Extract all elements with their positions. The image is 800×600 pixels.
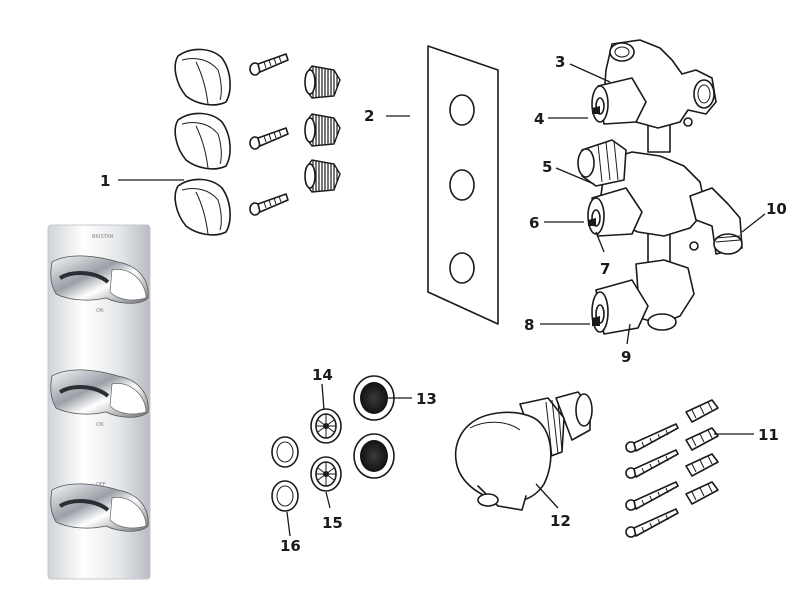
knob-mark-middle: ON <box>96 422 104 428</box>
filter-disc-bottom <box>353 433 395 479</box>
wall-plug-3 <box>685 453 719 477</box>
callout-14: 14 <box>312 366 333 384</box>
callout-12: 12 <box>550 512 571 530</box>
assembled-knob-bottom: OFF <box>50 482 149 532</box>
wood-screw-3 <box>625 481 679 511</box>
callout-8: 8 <box>524 316 534 334</box>
part-11-fixing-kit <box>625 399 719 538</box>
wall-plug-1 <box>685 399 719 423</box>
plate-hole-top <box>449 94 475 126</box>
spline-adaptors <box>304 65 341 193</box>
wood-screw-2 <box>625 449 679 479</box>
handle-bottom <box>174 178 231 236</box>
part-2-concealing-plate <box>427 45 499 325</box>
knob-mark-top: ON <box>96 308 104 314</box>
assembled-knob-top <box>50 255 149 304</box>
wood-screw-1 <box>625 423 679 453</box>
callout-13: 13 <box>416 390 437 408</box>
valve-body-assembly <box>577 39 743 335</box>
assembled-faceplate-photo: BRISTAN ON OFF ON <box>47 224 151 580</box>
callout-5: 5 <box>542 158 552 176</box>
callout-2: 2 <box>364 107 374 125</box>
part-12-wall-outlet <box>454 391 593 511</box>
spline-adaptor-bottom <box>304 159 341 193</box>
knob-mark-bottom: OFF <box>96 482 106 488</box>
plate-hole-middle <box>449 169 475 201</box>
callout-15: 15 <box>322 514 343 532</box>
wall-plug-4 <box>685 481 719 505</box>
screw-top <box>249 53 289 76</box>
assembled-knob-middle: ON <box>50 369 149 428</box>
washer-bottom <box>271 480 299 512</box>
handle-top <box>174 48 231 106</box>
callout-11: 11 <box>758 426 779 444</box>
callout-10: 10 <box>766 200 787 218</box>
handle-middle <box>174 112 231 170</box>
callout-4: 4 <box>534 110 544 128</box>
part-1-handles <box>174 48 231 236</box>
screw-bottom <box>249 193 289 216</box>
washer-top <box>271 436 299 468</box>
wood-screw-4 <box>625 508 679 538</box>
callout-1: 1 <box>100 172 110 190</box>
brand-mark: BRISTAN <box>92 234 114 240</box>
spline-adaptor-top <box>304 65 341 99</box>
leader-lines <box>118 63 766 537</box>
callout-6: 6 <box>529 214 539 232</box>
callout-3: 3 <box>555 53 565 71</box>
screw-middle <box>249 127 289 150</box>
plate-hole-bottom <box>449 252 475 284</box>
callout-7: 7 <box>600 260 610 278</box>
handle-screws <box>249 53 289 216</box>
check-valve-top <box>310 408 342 444</box>
callout-9: 9 <box>621 348 631 366</box>
check-valve-bottom <box>310 456 342 492</box>
parts-13-16-seals-filters <box>271 375 395 512</box>
wall-plug-2 <box>685 427 719 451</box>
spline-adaptor-middle <box>304 113 341 147</box>
callout-16: 16 <box>280 537 301 555</box>
callout-labels: 1 2 3 4 5 6 7 8 9 10 11 12 13 14 15 16 <box>100 53 787 555</box>
